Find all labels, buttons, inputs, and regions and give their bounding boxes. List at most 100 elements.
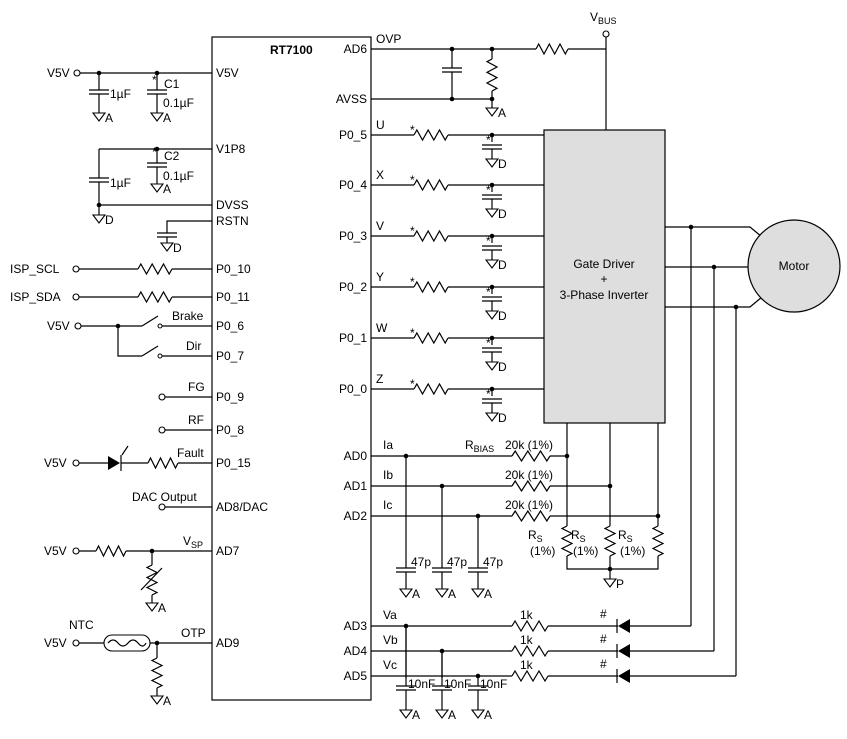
resistor	[651, 525, 665, 557]
ground-symbol	[144, 602, 160, 612]
junction-dot	[711, 264, 717, 270]
cap-value: 10nF	[444, 677, 471, 691]
ovp-label: OVP	[376, 32, 401, 46]
ntc-label: NTC	[69, 618, 94, 632]
rs-tolerance: (1%)	[620, 544, 645, 558]
chip-pin-label: V5V	[216, 66, 239, 80]
ground-label: A	[158, 601, 166, 615]
terminal-circle	[72, 459, 80, 467]
gate-driver-label: 3-Phase Inverter	[560, 288, 649, 302]
chip-body	[211, 36, 372, 701]
junction-dot	[564, 453, 570, 459]
wire	[166, 220, 212, 233]
ground-symbol	[434, 709, 450, 719]
ground-label: A	[412, 587, 420, 601]
resistor	[147, 456, 179, 470]
ground-symbol	[149, 695, 165, 705]
resistor	[413, 128, 449, 142]
resistor	[511, 509, 551, 523]
cap-value: 10nF	[480, 677, 507, 691]
switch-arm	[141, 315, 159, 327]
junction-dot	[154, 640, 160, 646]
chip-pin-label: P0_11	[216, 290, 250, 304]
ground-symbol	[484, 208, 500, 218]
ground-label: D	[105, 213, 114, 227]
resistor	[485, 58, 499, 92]
resistor-value: 1k	[520, 658, 534, 672]
ground-symbol	[159, 242, 175, 252]
ground-symbol	[484, 310, 500, 320]
thermistor-body	[103, 634, 151, 652]
junction-dot	[96, 70, 102, 76]
resistor-value: 1k	[520, 608, 534, 622]
phase-label: U	[376, 118, 385, 132]
label-main: V	[183, 534, 191, 548]
phase-label: W	[376, 321, 388, 335]
junction-dot	[475, 513, 481, 519]
label-subscript: S	[627, 534, 633, 544]
junction-dot	[489, 386, 495, 392]
ground-symbol	[470, 588, 486, 598]
ground-symbol	[149, 112, 165, 122]
cap-value: 10nF	[408, 677, 435, 691]
ground-label: A	[163, 182, 171, 196]
junction-dot	[403, 623, 409, 629]
cap-value: 47p	[483, 555, 503, 569]
label-subscript: SP	[191, 540, 203, 550]
v5v-label: V5V	[47, 319, 70, 333]
chip-pin-label: AD2	[344, 509, 368, 523]
rs-tolerance: (1%)	[573, 544, 598, 558]
junction-dot	[115, 323, 121, 329]
gate-driver-label: +	[600, 272, 607, 286]
phase-label: Y	[376, 270, 384, 284]
current-label: Ic	[383, 498, 392, 512]
ground-label: D	[498, 157, 507, 171]
rs-tolerance: (1%)	[530, 544, 555, 558]
terminal-circle	[73, 69, 81, 77]
junction-dot	[607, 483, 613, 489]
star-mark: *	[486, 285, 491, 299]
rf-label: RF	[188, 413, 204, 427]
junction-dot	[489, 132, 495, 138]
terminal-circle	[72, 265, 80, 273]
terminal-circle	[158, 426, 166, 434]
junction-dot	[449, 96, 455, 102]
resistor-value: 20k (1%)	[505, 438, 553, 452]
resistor	[413, 229, 449, 243]
ground-symbol	[602, 578, 618, 588]
ground-label: A	[105, 111, 113, 125]
ground-symbol	[470, 709, 486, 719]
diode-symbol	[618, 619, 630, 633]
chip-pin-label: P0_0	[339, 382, 367, 396]
resistor	[150, 657, 164, 689]
ground-label: D	[173, 241, 182, 255]
diode-symbol	[618, 669, 630, 683]
star-mark: *	[152, 145, 157, 159]
ground-symbol	[91, 214, 107, 224]
current-label: Ib	[383, 468, 393, 482]
brake-label: Brake	[172, 309, 204, 323]
phase-label: Z	[376, 372, 383, 386]
chip-pin-label: P0_6	[216, 319, 244, 333]
components	[72, 30, 841, 719]
ground-label: A	[163, 111, 171, 125]
dir-label: Dir	[186, 339, 201, 353]
resistor	[603, 525, 617, 557]
terminal-circle	[72, 639, 80, 647]
star-mark: *	[410, 377, 415, 391]
terminal-circle	[158, 393, 166, 401]
chip-pin-label: P0_10	[216, 262, 251, 276]
star-mark: *	[486, 336, 491, 350]
resistor	[511, 619, 549, 633]
star-mark: *	[486, 234, 491, 248]
fault-label: Fault	[177, 446, 204, 460]
junction-dot	[733, 304, 739, 310]
gate-driver-block	[543, 129, 666, 424]
ground-symbol	[484, 412, 500, 422]
ground-symbol	[484, 361, 500, 371]
rs-label: RS	[618, 528, 633, 544]
ground-label: A	[163, 694, 171, 708]
resistor	[95, 544, 127, 558]
motor-label: Motor	[779, 259, 810, 273]
junction-dot	[489, 96, 495, 102]
